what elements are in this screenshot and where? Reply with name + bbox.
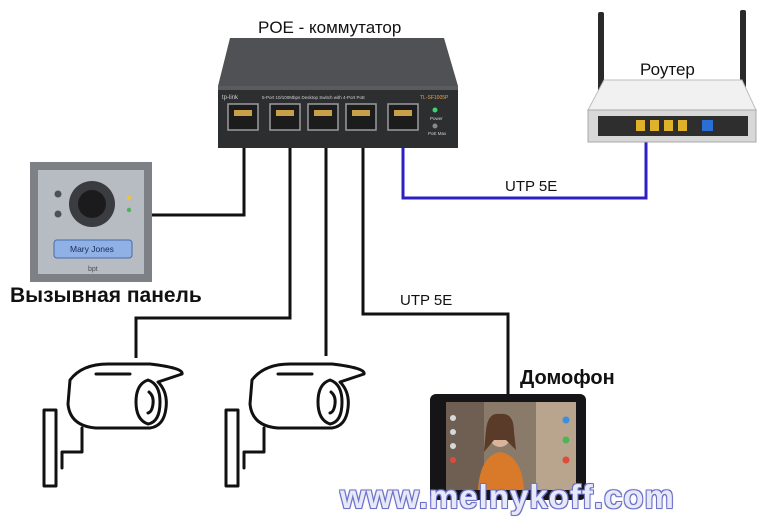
camera-2 [224, 362, 366, 488]
switch-model: TL-SF1005P [420, 95, 449, 101]
switch-port-5 [387, 103, 419, 131]
key-icon [54, 210, 62, 218]
router-antenna-left [598, 12, 604, 104]
watermark: www.melnykoff.com [340, 478, 675, 515]
call-panel-label: Вызывная панель [10, 284, 202, 307]
utp-intercom-cable-label: UTP 5E [400, 292, 453, 309]
call-button [53, 239, 133, 259]
router-lan-port-2 [664, 120, 673, 131]
camera-2-lens [316, 378, 344, 426]
switch-front-highlight [218, 86, 458, 90]
router [587, 10, 757, 143]
switch-port-2 [269, 103, 301, 131]
monitor-right-controls [562, 416, 570, 464]
monitor-screen-person-hair [484, 413, 516, 452]
switch-port-5-contacts [394, 110, 412, 116]
cable-switch-to-router [401, 130, 648, 200]
switch-port-4 [345, 103, 377, 131]
power-led-label: Power [430, 116, 443, 121]
router-lan-port-1 [650, 120, 659, 131]
poe-max-led-label: PoE Max [428, 131, 447, 136]
switch-top-face [218, 38, 458, 86]
intercom-label: Домофон [520, 367, 615, 389]
cables [134, 130, 648, 394]
cable-switch-to-intercom [361, 140, 510, 394]
camera-2-mount [242, 426, 266, 470]
bell-icon [54, 190, 62, 198]
monitor-hangup-icon [562, 456, 570, 464]
poe-switch-label: POE - коммутатор [258, 18, 402, 37]
camera-1-body [66, 362, 184, 430]
router-top-face [587, 79, 757, 111]
poe-switch: tp-link 5-Port 10/100Mbps Desktop Switch… [218, 38, 458, 148]
switch-port-4-contacts [352, 110, 370, 116]
router-wan-port [636, 120, 645, 131]
switch-port-3 [307, 103, 339, 131]
monitor-screen-person-body [478, 452, 524, 490]
camera-1-lens-inner [146, 390, 155, 415]
camera-2-lens-inner [328, 390, 337, 415]
status-led-2-icon [126, 207, 132, 213]
call-button-nameplate: Mary Jones [70, 244, 114, 254]
monitor-control-2-icon [450, 429, 456, 435]
monitor-answer-icon [562, 436, 570, 444]
monitor-control-3-icon [450, 443, 456, 449]
monitor-left-controls [450, 415, 456, 463]
monitor-unlock-icon [562, 416, 570, 424]
power-led-icon [432, 107, 438, 113]
poe-max-led-icon [432, 123, 438, 129]
switch-port-1 [227, 103, 259, 131]
camera-1-mount [60, 426, 84, 470]
status-led-icon [126, 195, 132, 201]
camera-1-bracket [42, 408, 58, 488]
switch-port-2-contacts [276, 110, 294, 116]
monitor-control-4-icon [450, 457, 456, 463]
utp-router-cable-label: UTP 5E [505, 178, 558, 195]
router-label: Роутер [640, 60, 695, 79]
router-ports [636, 120, 713, 131]
switch-port-1-contacts [234, 110, 252, 116]
monitor-control-1-icon [450, 415, 456, 421]
switch-ports [227, 103, 419, 131]
call-panel: Mary Jones bpt [30, 162, 152, 282]
cable-switch-to-call-panel [150, 140, 246, 217]
camera-1 [42, 362, 184, 488]
switch-description: 5-Port 10/100Mbps Desktop Switch with 4-… [262, 95, 365, 100]
router-lan-port-3 [678, 120, 687, 131]
camera-1-lens [134, 378, 162, 426]
camera-lens-inner-icon [78, 190, 106, 218]
intercom-monitor [430, 394, 586, 500]
switch-brand: tp-link [222, 95, 239, 101]
router-internet-port [702, 120, 713, 131]
monitor-screen-building-right [536, 402, 576, 490]
switch-port-3-contacts [314, 110, 332, 116]
camera-2-body [248, 362, 366, 430]
camera-2-bracket [224, 408, 240, 488]
cable-switch-to-camera-1 [134, 140, 292, 358]
call-panel-brand: bpt [88, 266, 98, 273]
